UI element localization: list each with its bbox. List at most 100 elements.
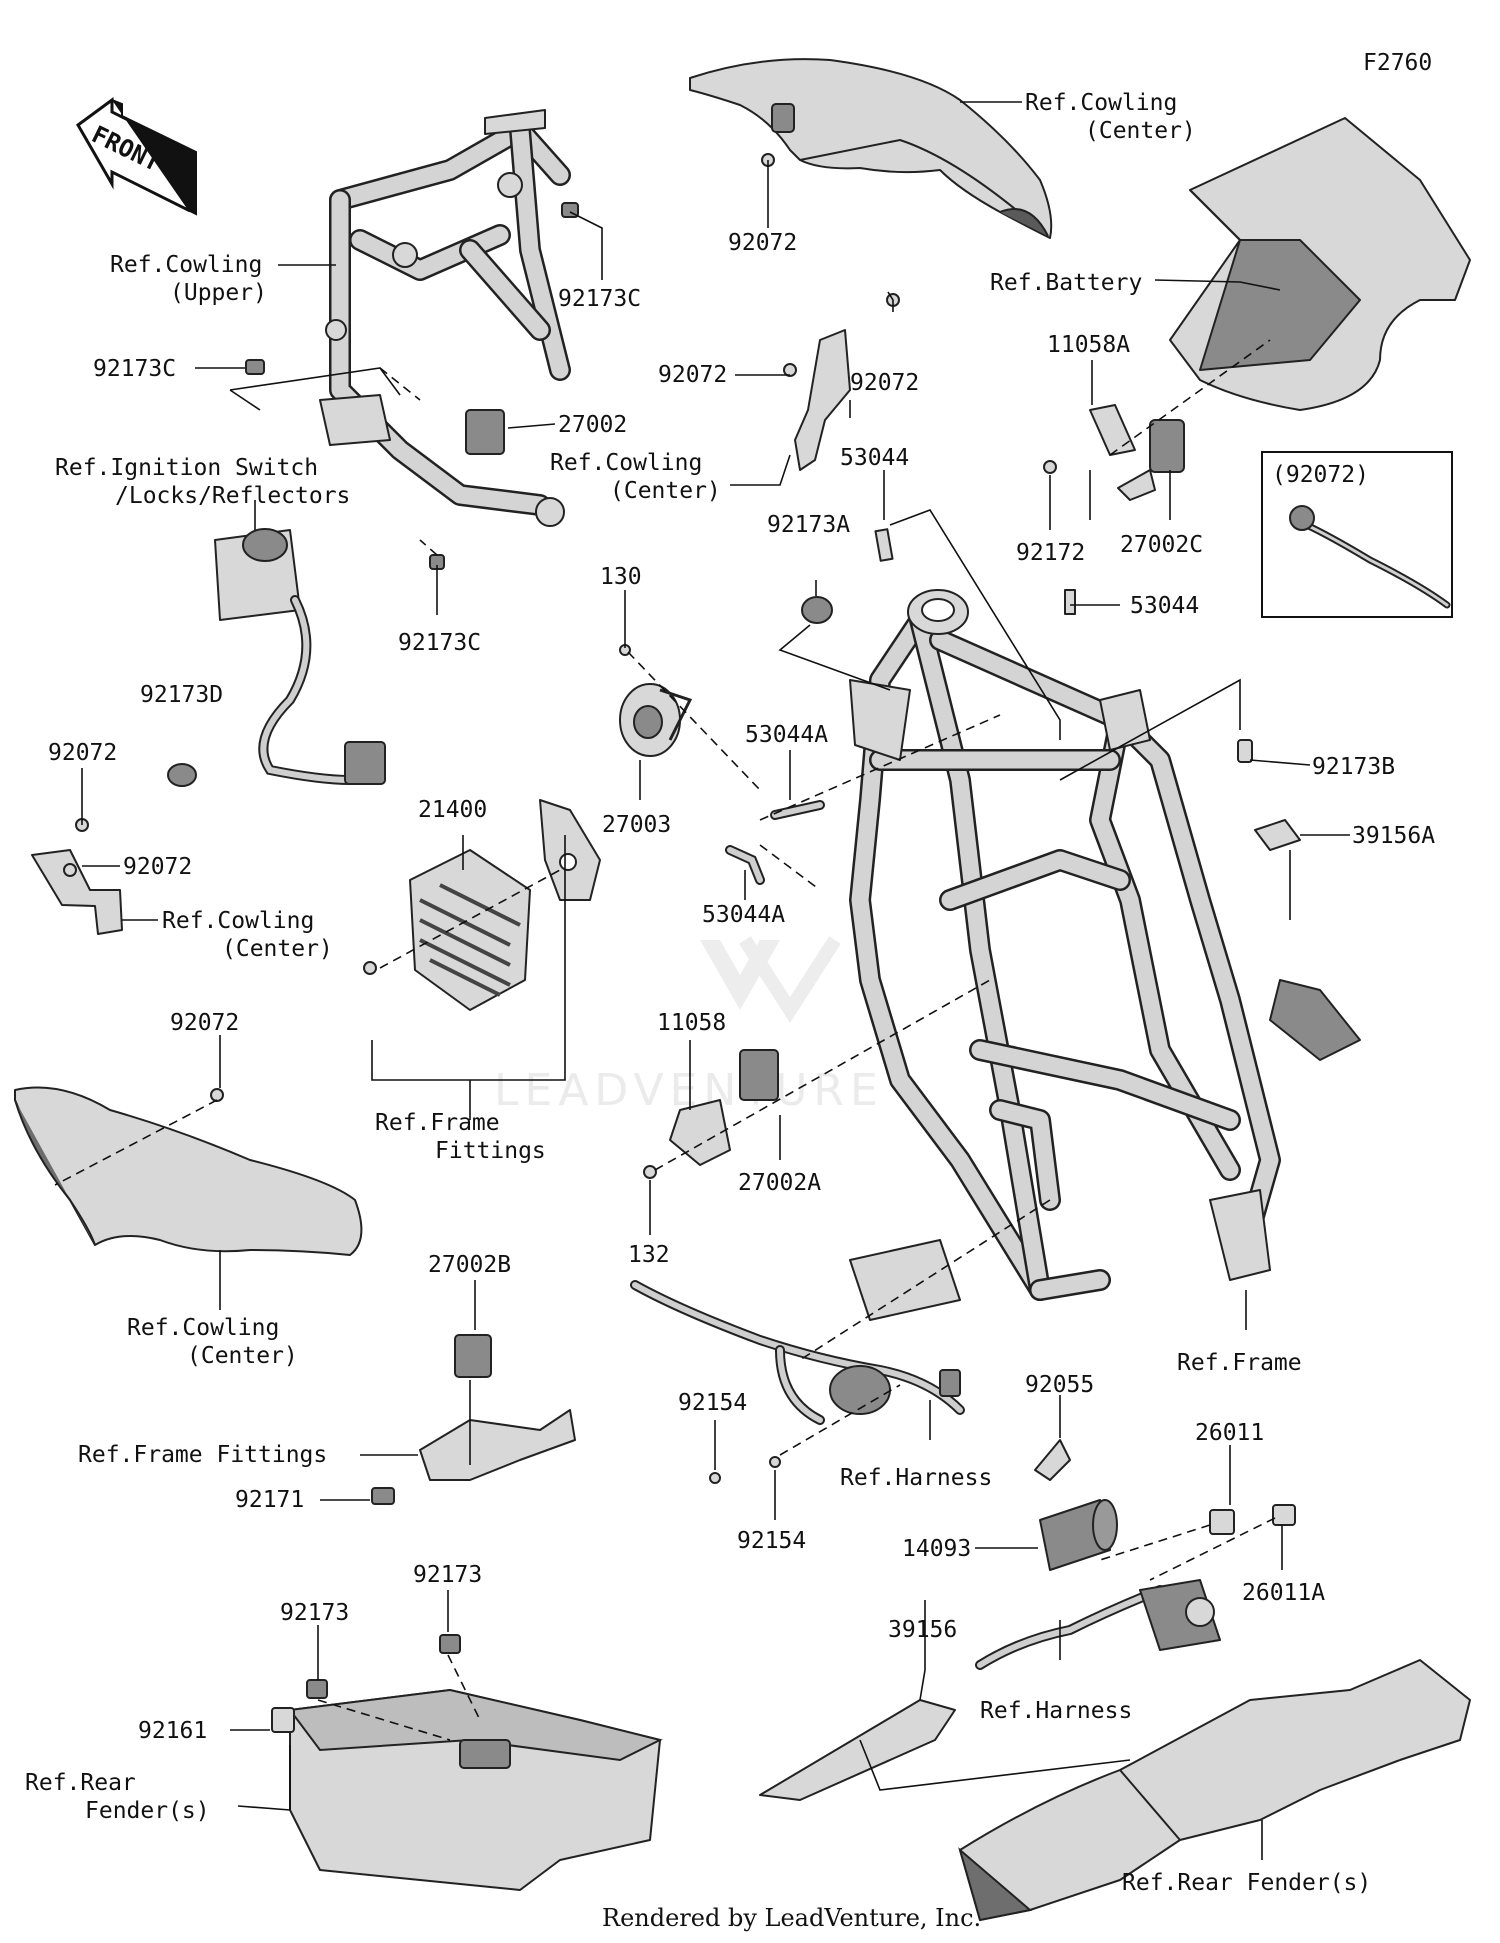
label-line: 130 xyxy=(600,564,642,590)
callout-labels: Ref.Cowling(Center) 92072 Ref.Cowling(Up… xyxy=(25,90,1435,1896)
label-line: 92173B xyxy=(1312,754,1395,780)
battery-case-part xyxy=(1169,117,1471,411)
label-line: 92072 xyxy=(658,362,727,388)
clip-92161 xyxy=(271,1707,295,1733)
label-line: 92072 xyxy=(170,1010,239,1036)
label-line: 53044 xyxy=(1130,593,1199,619)
label-26011: 26011 xyxy=(1195,1420,1264,1446)
label-53044A-b: 53044A xyxy=(702,902,785,928)
label-92173-a: 92173 xyxy=(413,1562,482,1588)
label-line: 92172 xyxy=(1016,540,1085,566)
label-92161: 92161 xyxy=(138,1718,207,1744)
label-harness-a: Ref.Harness xyxy=(840,1465,992,1491)
label-39156: 39156 xyxy=(888,1617,957,1643)
label-53044-a: 53044 xyxy=(840,445,909,471)
grommet-92173D xyxy=(167,763,197,787)
label-line: 26011A xyxy=(1242,1580,1325,1606)
bracket-11058A xyxy=(1089,404,1136,456)
label-line: Fittings xyxy=(435,1138,546,1164)
label-line: Ref.Cowling xyxy=(162,908,314,934)
label-92072-c: 92072 xyxy=(170,1010,239,1036)
label-line: 92154 xyxy=(678,1390,747,1416)
label-line: 92171 xyxy=(235,1487,304,1513)
clamp-92173A xyxy=(801,596,833,624)
cowling-upper-bracket xyxy=(319,109,571,527)
label-92072-m1: 92072 xyxy=(658,362,727,388)
frame-fittings-bracket xyxy=(419,1409,576,1481)
label-132: 132 xyxy=(628,1242,670,1268)
label-line: 92173C xyxy=(398,630,481,656)
label-92055: 92055 xyxy=(1025,1372,1094,1398)
screw-92154-b xyxy=(769,1456,781,1468)
label-line: 92173A xyxy=(767,512,850,538)
label-line: (Center) xyxy=(187,1343,298,1369)
label-92154-b: 92154 xyxy=(737,1528,806,1554)
label-line: 132 xyxy=(628,1242,670,1268)
label-line: 11058A xyxy=(1047,332,1130,358)
clip-92171 xyxy=(371,1487,395,1505)
label-line: 92173 xyxy=(413,1562,482,1588)
label-line: Ref.Frame xyxy=(1177,1350,1302,1376)
label-92173C-a: 92173C xyxy=(558,286,641,312)
left-small-bracket xyxy=(31,818,123,935)
rear-fender-right-part xyxy=(958,1659,1471,1922)
relay-27002B xyxy=(454,1334,492,1378)
label-line: Ref.Cowling xyxy=(127,1315,279,1341)
label-line: 21400 xyxy=(418,797,487,823)
label-line: 53044A xyxy=(702,902,785,928)
cowling-center-top-part xyxy=(689,58,1053,239)
label-line: 53044 xyxy=(840,445,909,471)
label-line: Ref.Rear Fender(s) xyxy=(1122,1870,1371,1896)
buzzer-14093 xyxy=(1039,1499,1118,1571)
band-53044-b xyxy=(1064,589,1076,615)
screw-92154-a xyxy=(709,1472,721,1484)
credit-text: Rendered by LeadVenture, Inc. xyxy=(602,1904,981,1932)
label-line: Ref.Cowling xyxy=(550,450,702,476)
label-line: 92173C xyxy=(558,286,641,312)
label-line: 92055 xyxy=(1025,1372,1094,1398)
label-92173C-c: 92173C xyxy=(398,630,481,656)
label-harness-b: Ref.Harness xyxy=(980,1698,1132,1724)
label-cowling-center-bottom: Ref.Cowling(Center) xyxy=(127,1315,298,1369)
label-line: Ref.Frame xyxy=(375,1110,500,1136)
label-line: 39156 xyxy=(888,1617,957,1643)
relay-27002A xyxy=(739,1049,779,1101)
label-92173D: 92173D xyxy=(140,682,223,708)
label-line: 92173C xyxy=(93,356,176,382)
label-ignition-switch: Ref.Ignition Switch/Locks/Reflectors xyxy=(55,455,350,509)
clip-92173B xyxy=(1237,739,1253,763)
label-line: Ref.Harness xyxy=(980,1698,1132,1724)
horn-27003 xyxy=(619,683,693,757)
label-line: 26011 xyxy=(1195,1420,1264,1446)
label-line: 53044A xyxy=(745,722,828,748)
label-cowling-center-mid: Ref.Cowling(Center) xyxy=(550,450,721,504)
diagram-code: F2760 xyxy=(1363,50,1432,76)
harness-main xyxy=(630,1239,965,1425)
label-14093: 14093 xyxy=(902,1536,971,1562)
label-27002C: 27002C xyxy=(1120,532,1203,558)
label-cowling-center-left: Ref.Cowling(Center) xyxy=(162,908,333,962)
front-arrow-icon: FRONT xyxy=(76,97,197,216)
connector-26011 xyxy=(1209,1509,1235,1535)
label-92072-top: 92072 xyxy=(728,230,797,256)
label-line: Ref.Cowling xyxy=(110,252,262,278)
label-53044A-a: 53044A xyxy=(745,722,828,748)
label-92072-l1: 92072 xyxy=(48,740,117,766)
leader-lines xyxy=(54,101,1350,1860)
label-line: (Center) xyxy=(222,936,333,962)
label-27002B: 27002B xyxy=(428,1252,511,1278)
fastener-92173C-b xyxy=(245,359,265,375)
label-line: 27002C xyxy=(1120,532,1203,558)
label-130: 130 xyxy=(600,564,642,590)
inset-92072: (92072) xyxy=(1261,451,1453,618)
label-line: 92161 xyxy=(138,1718,207,1744)
label-39156A: 39156A xyxy=(1352,823,1435,849)
label-92173A: 92173A xyxy=(767,512,850,538)
label-rear-fender-b: Ref.Rear Fender(s) xyxy=(1122,1870,1371,1896)
label-line: 92154 xyxy=(737,1528,806,1554)
label-line: 14093 xyxy=(902,1536,971,1562)
label-line: 39156A xyxy=(1352,823,1435,849)
